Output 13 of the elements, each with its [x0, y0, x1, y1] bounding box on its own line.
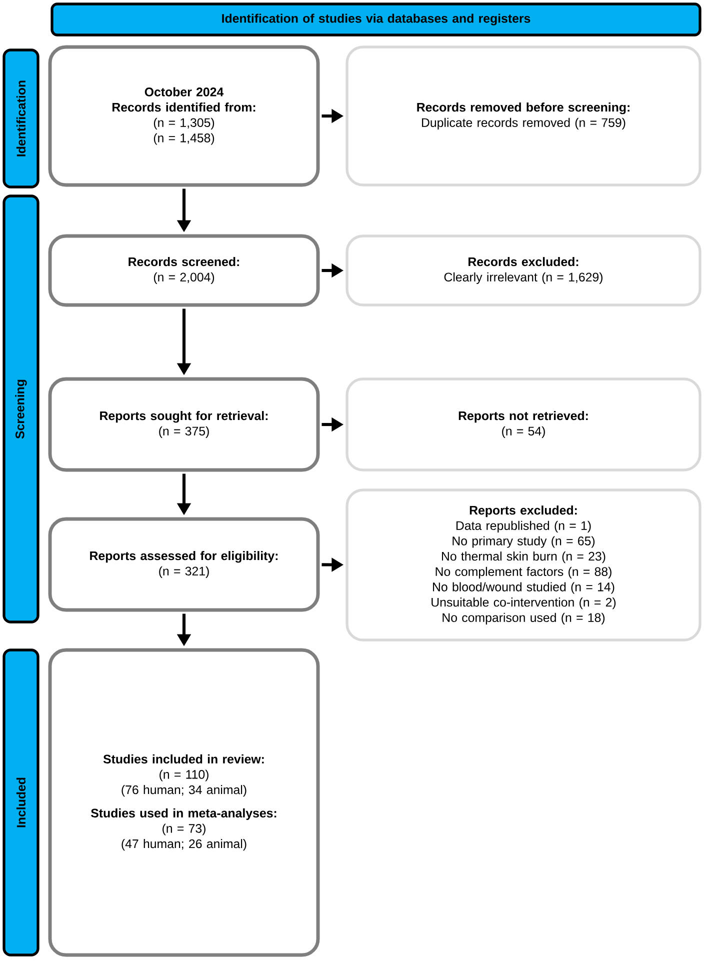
section-label-band: Screening — [2, 194, 40, 624]
section-label-band: Included — [2, 648, 40, 956]
process-box: Records screened: (n = 2,004) — [48, 234, 320, 307]
header-banner: Identification of studies via databases and registers — [50, 2, 702, 36]
process-box: October 2024 Records identified from: (n = 1,305) (n = 1,458) — [48, 45, 320, 187]
section-label-band: Identification — [2, 48, 40, 188]
exclusion-box: Records excluded: Clearly irrelevant (n = 1,629) — [346, 234, 702, 306]
exclusion-box: Reports excluded: Data republished (n = 1) No primary study (n = 65) No thermal skin burn (n = 23) No complement factors (n = 88) No blood/wound studied (n = 14) Unsuitable co-intervention (n = 2) No comparison used (n = 18) — [346, 488, 702, 642]
process-box: Reports assessed for eligibility: (n = 321) — [48, 517, 320, 612]
exclusion-box: Reports not retrieved: (n = 54) — [346, 378, 702, 472]
process-box: Reports sought for retrieval: (n = 375) — [48, 377, 320, 472]
process-box: Studies included in review: (n = 110) (76 human; 34 animal) Studies used in meta-analyses: (n = 73) (47 human; 26 animal) — [48, 648, 320, 957]
exclusion-box: Records removed before screening: Duplicate records removed (n = 759) — [346, 46, 702, 186]
